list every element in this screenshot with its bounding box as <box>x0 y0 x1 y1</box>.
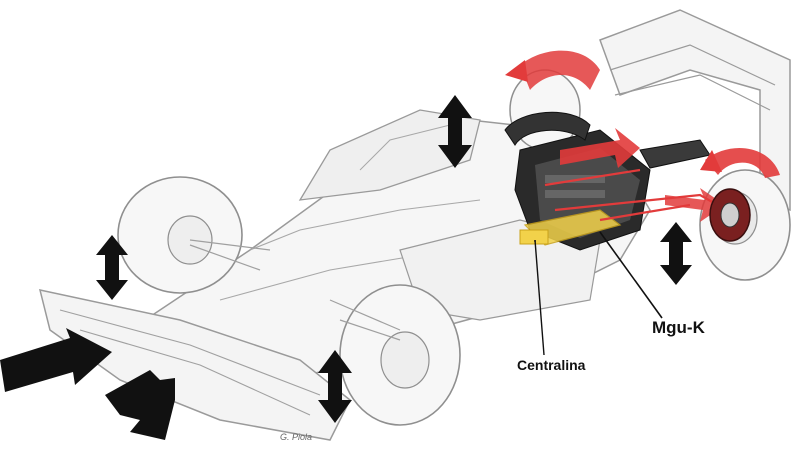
suspension <box>189 239 401 341</box>
centralina-label: Centralina <box>517 357 586 373</box>
airflow-arrow-icon <box>105 370 175 440</box>
leader-line-centralina <box>534 239 545 356</box>
artist-credit: G. Piola <box>280 432 313 442</box>
airflow-arrow-icon <box>0 328 112 392</box>
front-left-wheel <box>117 176 243 294</box>
downforce-arrow-icon <box>318 350 352 423</box>
rear-brake-disc <box>709 188 751 242</box>
front-right-wheel <box>339 284 461 426</box>
heat-arrow-icon <box>560 128 640 168</box>
downforce-arrow-icon <box>438 95 472 168</box>
leader-line-mgu-k <box>599 231 663 319</box>
heat-arrow-icon <box>505 50 600 90</box>
energy-store-highlight <box>519 209 622 246</box>
downforce-arrow-icon <box>660 222 692 285</box>
heat-arrow-icon <box>700 148 780 178</box>
mgu-k-label: Mgu-K <box>652 318 705 337</box>
downforce-arrow-icon <box>96 235 128 300</box>
